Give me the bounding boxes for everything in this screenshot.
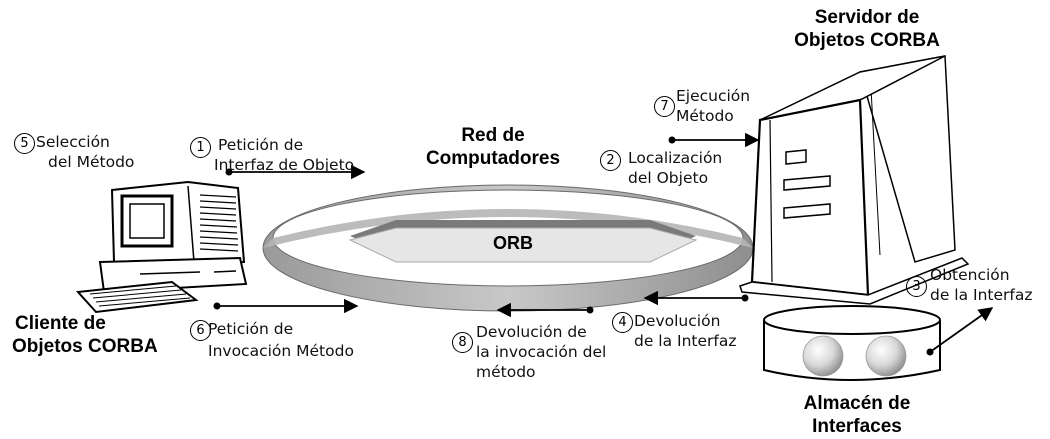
step-6-label: Petición de Invocación Método — [208, 319, 354, 361]
step-6-number: 6 — [190, 320, 211, 341]
arrows — [213, 132, 994, 356]
interface-store-icon — [763, 305, 941, 381]
network-title: Red de Computadores — [408, 124, 578, 170]
arrow-step-6 — [213, 298, 359, 314]
step-4-number: 4 — [612, 312, 633, 333]
server-title: Servidor de Objetos CORBA — [762, 6, 972, 52]
orb-label: ORB — [493, 233, 533, 253]
step-7-line-2: Método — [676, 107, 734, 125]
step-1-line-1: Petición de — [218, 136, 304, 154]
client-title-line-1: Cliente de — [15, 313, 106, 334]
step-5-number: 5 — [14, 133, 35, 154]
step-8-line-1: Devolución de — [476, 323, 587, 341]
step-5-line-1: Selección — [36, 133, 110, 151]
step-2-label: Localización del Objeto — [628, 148, 722, 188]
step-6-line-1: Petición de — [208, 320, 294, 338]
network-title-line-1: Red de — [461, 125, 525, 146]
step-2-number: 2 — [600, 150, 621, 171]
client-title: Cliente de Objetos CORBA — [12, 312, 158, 358]
step-7-line-1: Ejecución — [676, 87, 751, 105]
arrow-step-3 — [926, 307, 994, 356]
step-2-line-1: Localización — [628, 149, 723, 167]
store-title-line-1: Almacén de — [803, 393, 911, 414]
step-6-line-2: Invocación Método — [208, 342, 354, 360]
step-8-number: 8 — [452, 332, 473, 353]
step-1-number: 1 — [190, 137, 211, 158]
step-8-label: Devolución de la invocación del método — [476, 322, 606, 382]
store-title: Almacén de Interfaces — [772, 392, 942, 438]
client-title-line-2: Objetos CORBA — [12, 336, 158, 357]
step-3-line-1: Obtención — [930, 266, 1010, 284]
arrow-step-1 — [225, 164, 366, 180]
arrow-step-7 — [668, 132, 760, 148]
arrow-step-8 — [496, 302, 594, 318]
server-tower-icon — [739, 55, 970, 305]
step-8-line-3: método — [476, 363, 536, 381]
step-3-number: 3 — [906, 276, 927, 297]
step-7-label: Ejecución Método — [676, 86, 750, 126]
network-title-line-2: Computadores — [425, 148, 561, 169]
step-3-label: Obtención de la Interfaz — [930, 265, 1033, 305]
step-5-label: Selección del Método — [36, 132, 134, 172]
step-8-line-2: la invocación del — [476, 343, 607, 361]
step-2-line-2: del Objeto — [628, 169, 709, 187]
step-4-line-1: Devolución — [634, 312, 721, 330]
step-1-label: Petición de Interfaz de Objeto — [214, 135, 354, 175]
store-title-line-2: Interfaces — [812, 416, 902, 437]
step-3-line-2: de la Interfaz — [930, 286, 1033, 304]
step-4-line-2: de la Interfaz — [634, 332, 737, 350]
step-5-line-2: del Método — [48, 153, 135, 171]
arrow-step-4 — [643, 290, 749, 306]
orb-hexagon — [348, 220, 698, 263]
server-title-line-2: Objetos CORBA — [794, 30, 940, 51]
step-7-number: 7 — [654, 96, 675, 117]
client-computer-icon — [75, 180, 248, 314]
server-title-line-1: Servidor de — [814, 7, 920, 28]
step-1-line-2: Interfaz de Objeto — [214, 156, 355, 174]
step-4-label: Devolución de la Interfaz — [634, 311, 737, 351]
